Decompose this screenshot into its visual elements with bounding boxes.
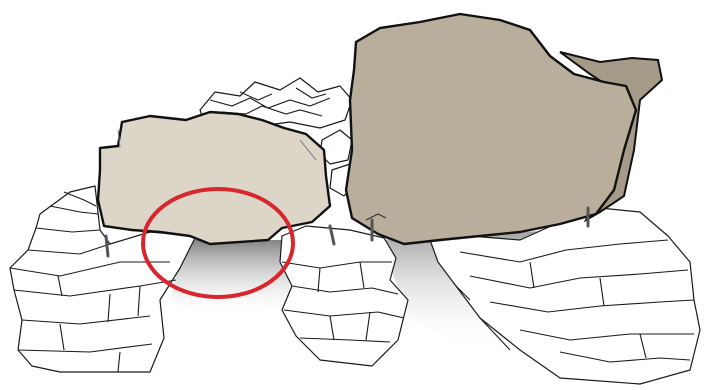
left-boulder-shadow <box>170 240 296 318</box>
center-stone-stack <box>280 226 408 366</box>
left-boulder <box>98 112 330 244</box>
